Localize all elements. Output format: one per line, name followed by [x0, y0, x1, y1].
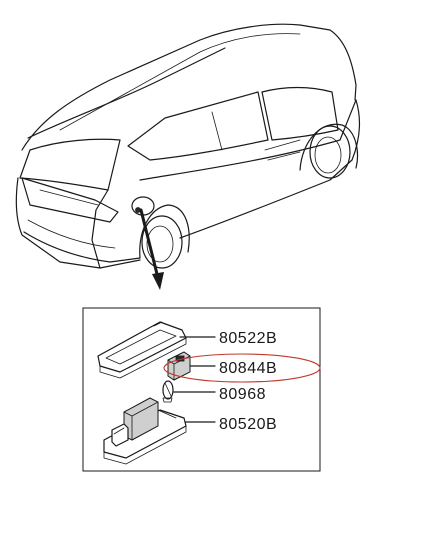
- detail-frame: [82, 307, 321, 472]
- callout-arrow: [139, 208, 164, 290]
- housing-part: [103, 397, 187, 465]
- highlight-ellipse: [163, 353, 321, 383]
- bulb-part: [162, 380, 174, 403]
- lens-part: [97, 321, 187, 379]
- part-number-housing: 80520B: [219, 416, 277, 433]
- part-number-lens: 80522B: [219, 330, 277, 347]
- part-number-bulb: 80968: [219, 386, 266, 403]
- car-illustration: [15, 23, 361, 269]
- part-number-socket: 80844B: [219, 360, 277, 377]
